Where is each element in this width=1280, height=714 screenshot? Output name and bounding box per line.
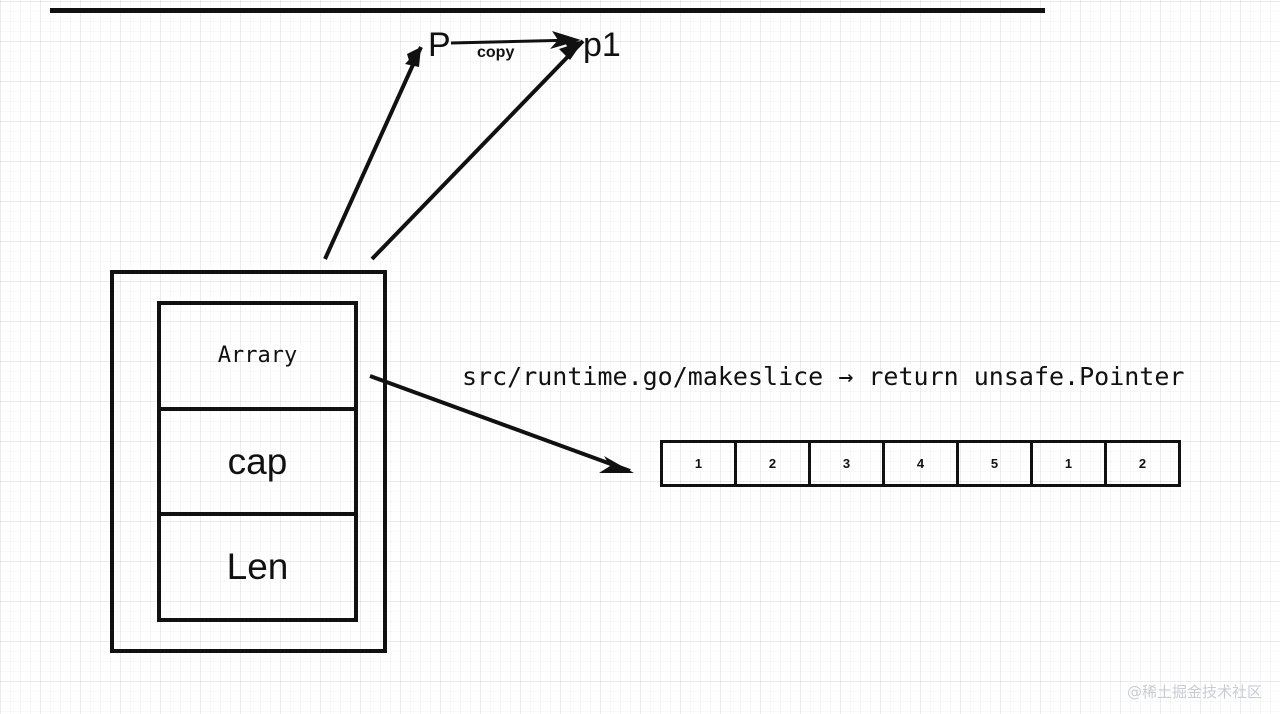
struct-field-len: Len — [161, 512, 354, 618]
makeslice-caption: src/runtime.go/makeslice → return unsafe… — [462, 362, 1185, 391]
copy-edge-label: copy — [477, 44, 515, 61]
array-cell: 2 — [734, 440, 811, 487]
backing-array: 1 2 3 4 5 1 2 — [660, 440, 1181, 487]
slice-struct-outer-box — [110, 270, 387, 653]
pointer-label-p1: p1 — [583, 26, 621, 64]
array-cell: 1 — [1030, 440, 1107, 487]
struct-field-cap: cap — [161, 406, 354, 513]
top-divider-rule — [50, 8, 1045, 13]
arrow-struct-to-P — [323, 46, 423, 260]
array-cell: 5 — [956, 440, 1033, 487]
arrow-struct-to-p1 — [370, 39, 585, 261]
slice-struct-inner-box: Arrary cap Len — [157, 301, 358, 622]
array-cell: 4 — [882, 440, 959, 487]
struct-field-array: Arrary — [217, 343, 298, 369]
array-cell: 2 — [1104, 440, 1181, 487]
array-cell: 1 — [660, 440, 737, 487]
site-watermark: @稀土掘金技术社区 — [1126, 683, 1262, 701]
pointer-label-P: P — [428, 26, 451, 64]
array-cell: 3 — [808, 440, 885, 487]
arrow-copy-P-to-p1 — [450, 31, 581, 49]
